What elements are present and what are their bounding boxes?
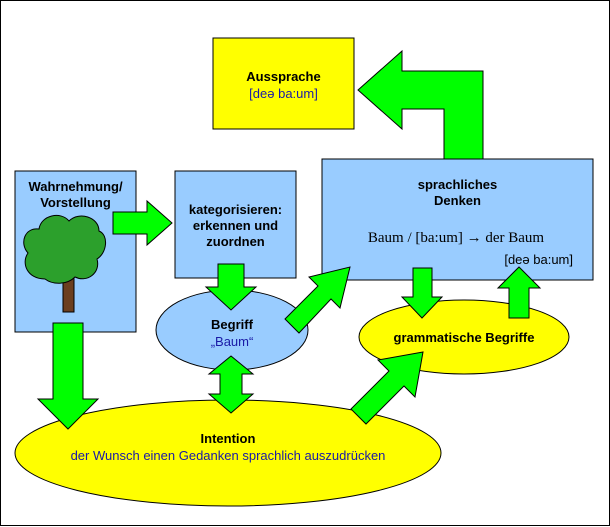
kategorisieren-line1: kategorisieren: [188, 202, 283, 217]
aussprache-title: Aussprache [246, 69, 321, 84]
intention-title: Intention [200, 431, 256, 446]
denken-ipa: [deə ba:um] [504, 252, 573, 267]
denken-formula: Baum / [ba:um] → der Baum [367, 230, 545, 246]
arrow-kategorisieren-to-begriff [204, 263, 258, 311]
intention-text: der Wunsch einen Gedanken sprachlich aus… [70, 448, 386, 463]
denken-box [321, 158, 594, 281]
grammatische-title: grammatische Begriffe [393, 330, 535, 345]
arrow-denken-to-grammatische [400, 267, 444, 319]
kategorisieren-line2: erkennen und [192, 218, 279, 233]
begriff-title: Begriff [211, 317, 253, 332]
kategorisieren-box [174, 170, 297, 279]
wahrnehmung-line2: Vorstellung [40, 195, 111, 210]
kategorisieren-line3: zuordnen [206, 234, 265, 249]
tree-icon [23, 214, 106, 313]
arrow-intention-to-grammatische [350, 351, 424, 425]
arrow-wahrnehmung-to-kategorisieren [112, 199, 173, 247]
aussprache-box [212, 37, 355, 130]
arrow-begriff-to-denken [284, 266, 351, 334]
denken-line1: sprachliches [417, 177, 498, 192]
wahrnehmung-line1: Wahrnehmung/ [28, 179, 123, 194]
denken-line2: Denken [434, 193, 481, 208]
arrow-grammatische-to-denken [496, 266, 542, 319]
arrow-wahrnehmung-to-intention [36, 322, 100, 430]
aussprache-ipa: [deə ba:um] [249, 86, 318, 101]
arrow-denken-to-aussprache [357, 49, 484, 160]
begriff-word: „Baum“ [210, 334, 254, 349]
arrow-begriff-intention [207, 355, 255, 414]
